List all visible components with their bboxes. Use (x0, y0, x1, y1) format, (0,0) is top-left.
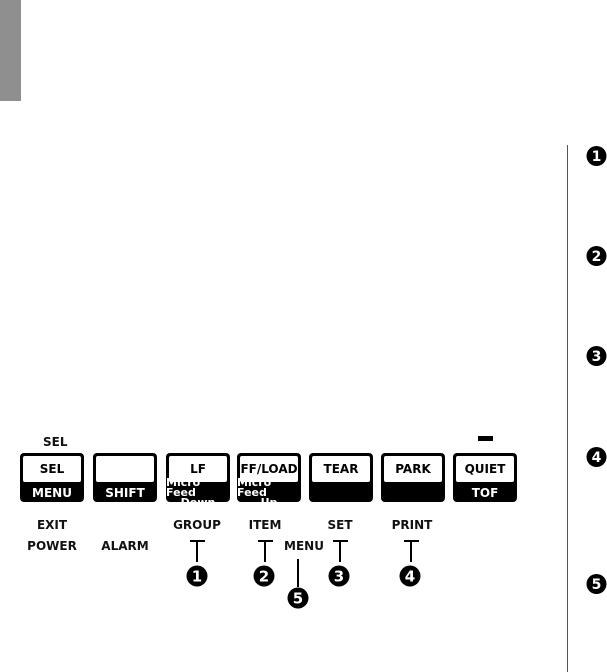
quiet-key-label: QUIET (456, 456, 514, 482)
alarm-label: ALARM (101, 539, 149, 553)
margin-divider-line (567, 145, 568, 672)
side-marker-5: 5 (586, 574, 607, 594)
park-key-label: PARK (384, 456, 442, 482)
callout-5-line (297, 559, 299, 587)
side-marker-3-text: 3 (592, 349, 602, 365)
lf-key-sub-label-1: Micro Feed (166, 475, 201, 499)
side-marker-2: 2 (586, 246, 607, 266)
side-marker-4: 4 (586, 447, 607, 467)
callout-marker-1-text: 1 (192, 568, 202, 586)
callout-3-line (339, 540, 341, 562)
group-label: GROUP (173, 518, 221, 532)
ff-load-key-sub-label-2: Up (260, 495, 278, 509)
quiet-tof-key[interactable]: QUIET TOF (453, 453, 517, 502)
callout-marker-5-text: 5 (293, 590, 303, 608)
shift-key[interactable]: SHIFT (93, 453, 157, 502)
callout-marker-1: 1 (186, 565, 208, 587)
tof-key-label: TOF (471, 485, 499, 500)
callout-4-line (410, 540, 412, 562)
side-marker-4-text: 4 (592, 450, 602, 466)
print-label: PRINT (391, 518, 433, 532)
callout-marker-4: 4 (399, 565, 421, 587)
lf-key-label: LF (169, 456, 227, 482)
shift-key-top-blank (96, 456, 154, 482)
side-marker-3: 3 (586, 346, 607, 366)
callout-marker-3: 3 (328, 565, 350, 587)
side-marker-2-text: 2 (592, 249, 602, 265)
sel-key-label: SEL (23, 456, 81, 482)
ff-load-key-label: FF/LOAD (240, 456, 298, 482)
callout-marker-5: 5 (287, 587, 309, 609)
callout-marker-4-text: 4 (405, 568, 415, 586)
menu-label: MENU (284, 539, 324, 553)
callout-marker-3-text: 3 (334, 568, 344, 586)
exit-label: EXIT (36, 518, 68, 532)
side-marker-1-text: 1 (592, 149, 602, 165)
sel-indicator-label: SEL (43, 435, 68, 449)
power-label: POWER (27, 539, 77, 553)
lf-key-sub-label-2: Down (180, 495, 216, 509)
side-marker-1: 1 (586, 146, 607, 166)
ff-load-key-sub-label-1: Micro Feed (237, 475, 272, 499)
menu-key-label: MENU (32, 485, 72, 500)
callout-marker-2-text: 2 (259, 568, 269, 586)
side-marker-5-text: 5 (592, 577, 602, 593)
quiet-indicator-mark (478, 436, 493, 441)
tear-key-label: TEAR (312, 456, 370, 482)
sel-menu-key[interactable]: SEL MENU (20, 453, 84, 502)
tear-key[interactable]: TEAR (309, 453, 373, 502)
item-label: ITEM (248, 518, 282, 532)
shift-key-label: SHIFT (105, 485, 145, 500)
callout-marker-2: 2 (253, 565, 275, 587)
set-label: SET (327, 518, 353, 532)
lf-key[interactable]: LF Micro Feed Down (166, 453, 230, 508)
section-side-tab (0, 0, 21, 101)
ff-load-key[interactable]: FF/LOAD Micro Feed Up (237, 453, 301, 508)
callout-1-line (196, 540, 198, 562)
callout-2-line (264, 540, 266, 562)
park-key[interactable]: PARK (381, 453, 445, 502)
